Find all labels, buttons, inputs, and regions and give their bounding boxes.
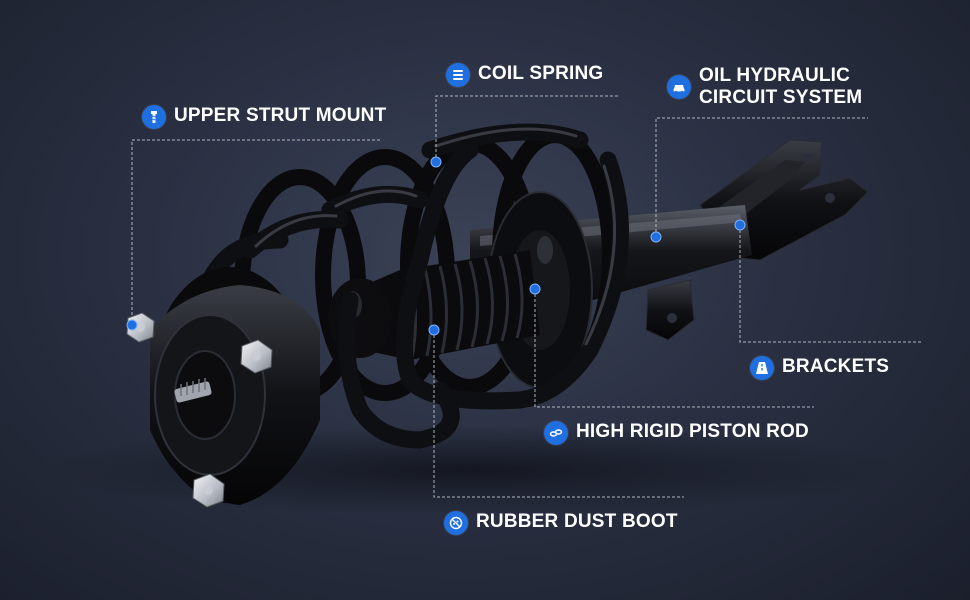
road-icon <box>750 356 774 380</box>
no-dust-icon <box>444 511 468 535</box>
bolt-icon <box>142 105 166 129</box>
leader-lines <box>131 95 922 498</box>
brackets-text: BRACKETS <box>782 356 890 377</box>
hotspot-oil-hydraulic <box>650 231 662 243</box>
chain-icon <box>544 421 568 445</box>
label-dust-boot: RUBBER DUST BOOT <box>444 511 678 535</box>
leader-piston-rod <box>534 289 814 408</box>
coil-highlights <box>254 127 617 346</box>
label-piston-rod: HIGH RIGID PISTON ROD <box>544 421 809 445</box>
hotspot-coil-spring <box>430 156 442 168</box>
spring-icon <box>446 63 470 87</box>
dust-boot-text: RUBBER DUST BOOT <box>476 511 678 532</box>
oil-hydraulic-line2: CIRCUIT SYSTEM <box>699 87 863 108</box>
leader-upper-strut-mount <box>131 139 382 325</box>
hotspot-brackets <box>734 219 746 231</box>
leader-dust-boot <box>433 330 684 498</box>
leader-oil-hydraulic <box>655 117 868 237</box>
coil-spring-text: COIL SPRING <box>478 63 604 84</box>
leader-coil-spring <box>435 95 618 162</box>
oil-hydraulic-line1: OIL HYDRAULIC <box>699 65 851 86</box>
mount-nut-middle <box>240 339 273 374</box>
upper-strut-mount-text: UPPER STRUT MOUNT <box>174 105 387 126</box>
hotspot-dust-boot <box>428 324 440 336</box>
hotspot-upper-strut-mount <box>126 319 138 331</box>
piston-rod-text: HIGH RIGID PISTON ROD <box>576 421 809 442</box>
label-brackets: BRACKETS <box>750 356 889 380</box>
hotspot-piston-rod <box>529 283 541 295</box>
label-oil-hydraulic: OIL HYDRAULIC CIRCUIT SYSTEM <box>667 65 869 109</box>
label-upper-strut-mount: UPPER STRUT MOUNT <box>142 105 386 129</box>
oil-hydraulic-text: OIL HYDRAULIC CIRCUIT SYSTEM <box>699 65 869 109</box>
car-icon <box>667 75 691 99</box>
hotspots <box>126 156 746 336</box>
label-coil-spring: COIL SPRING <box>446 63 603 87</box>
mount-nut-bottom <box>192 473 225 508</box>
upper-strut-mount-part <box>150 267 320 505</box>
coil-spring-front <box>201 123 629 449</box>
leader-brackets <box>739 225 922 343</box>
